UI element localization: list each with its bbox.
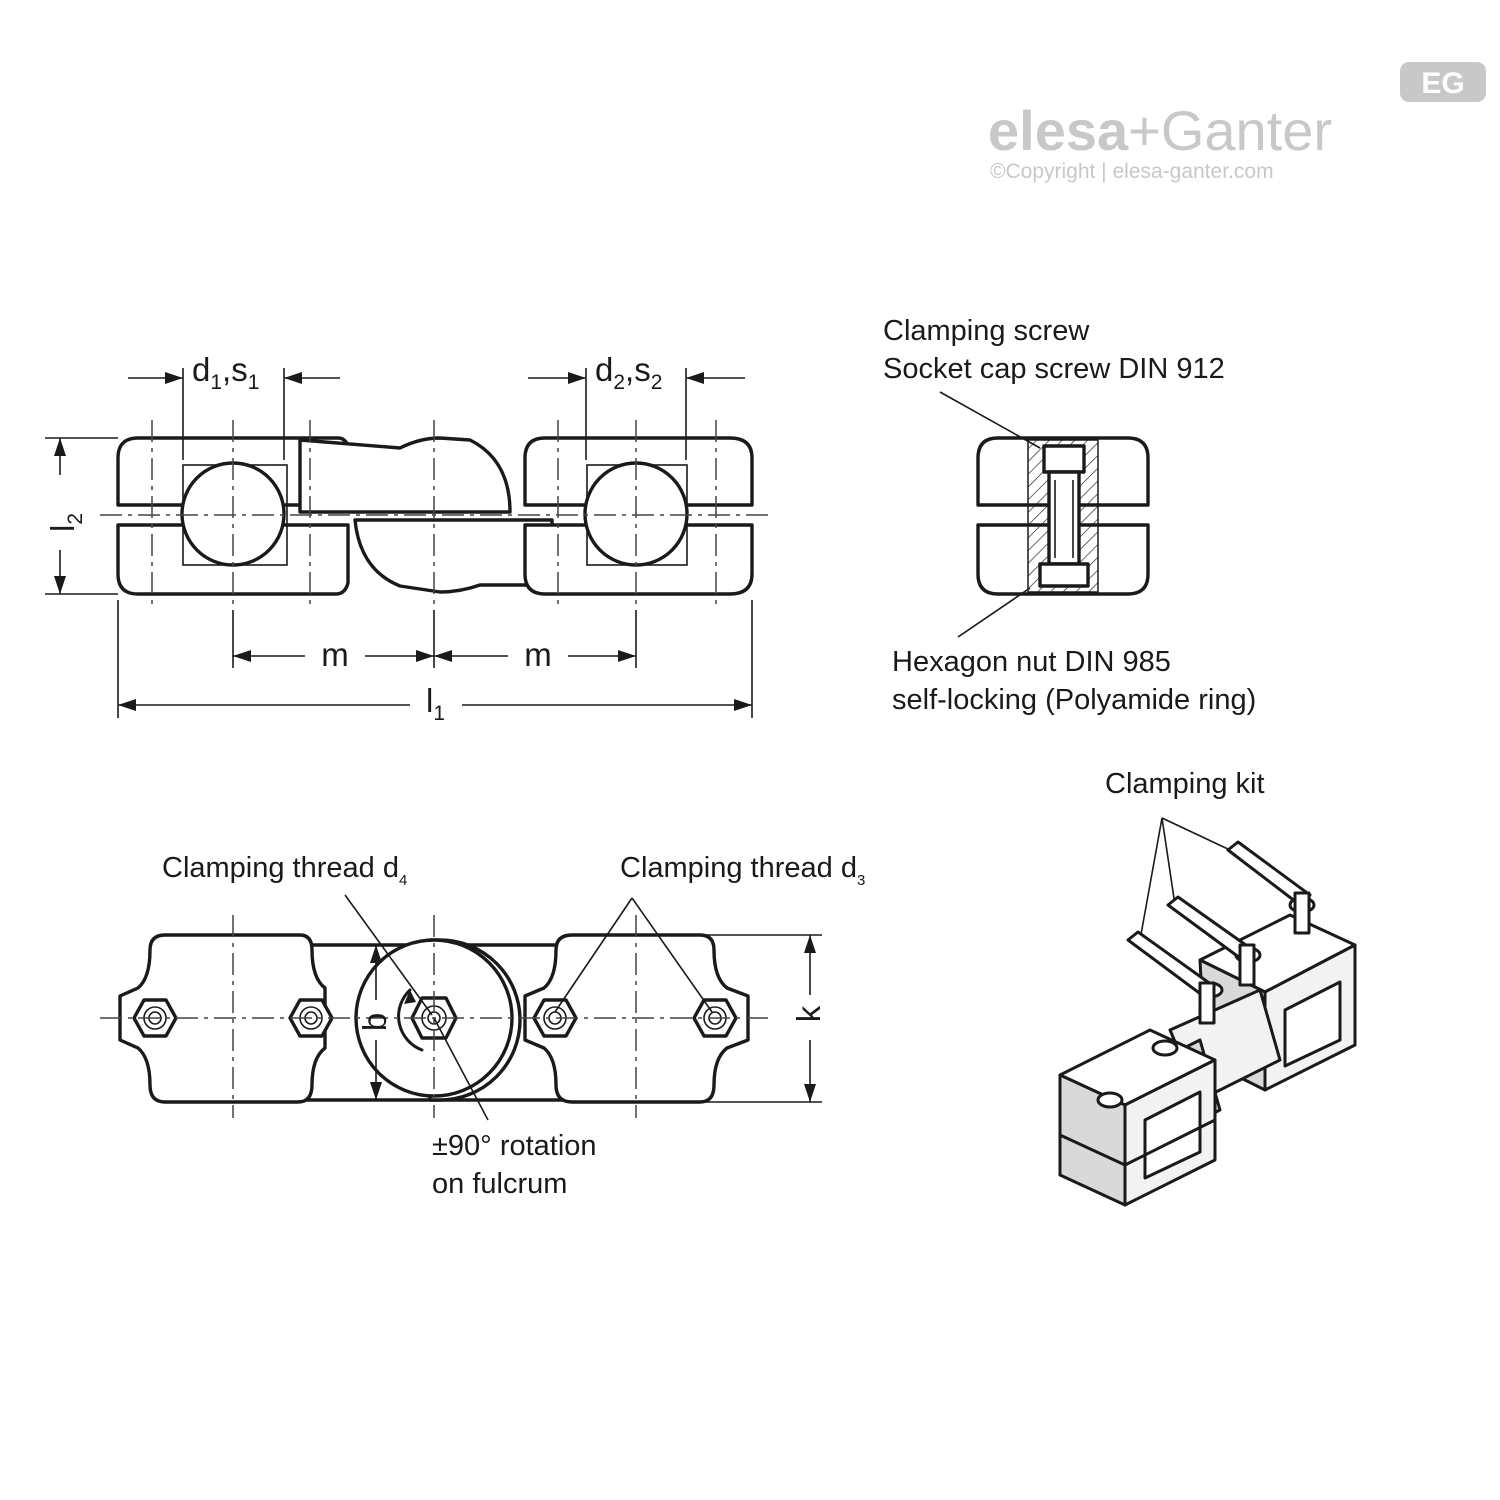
label-rotation: ±90° rotation (432, 1130, 597, 1162)
eg-badge-text: EG (1421, 67, 1464, 100)
label-clamping-thread-d4: Clamping thread d4 (162, 852, 407, 889)
label-clamping-thread-d3: Clamping thread d3 (620, 852, 865, 889)
top-view: b k Clamping thread d4 Clamping thread d… (100, 852, 865, 1200)
dim-m-left: m (321, 636, 349, 673)
label-hexagon-nut: Hexagon nut DIN 985 (892, 646, 1171, 678)
brand-logo: EG elesa+Ganter ©Copyright | elesa-gante… (988, 62, 1486, 183)
dim-l2: l2 (44, 513, 87, 532)
label-self-locking: self-locking (Polyamide ring) (892, 684, 1256, 716)
dim-l1: l1 (426, 682, 445, 725)
section-view: Clamping screw Socket cap screw DIN 912 … (883, 315, 1256, 716)
clamping-kit-iso-view: Clamping kit (1058, 768, 1357, 1207)
dim-d2-s2: d2,s2 (595, 351, 662, 394)
copyright-text: ©Copyright | elesa-ganter.com (990, 160, 1274, 183)
eg-badge (1400, 62, 1486, 102)
dim-k: k (790, 1005, 827, 1022)
dim-m-right: m (524, 636, 552, 673)
label-socket-cap-screw: Socket cap screw DIN 912 (883, 353, 1225, 385)
front-view: d1,s1 d2,s2 l2 m m (44, 351, 770, 725)
label-clamping-screw: Clamping screw (883, 315, 1090, 347)
dim-b: b (356, 1013, 393, 1031)
dim-d1-s1: d1,s1 (192, 351, 259, 394)
label-clamping-kit: Clamping kit (1105, 768, 1265, 800)
label-on-fulcrum: on fulcrum (432, 1168, 567, 1200)
brand-name: elesa+Ganter (988, 99, 1332, 162)
